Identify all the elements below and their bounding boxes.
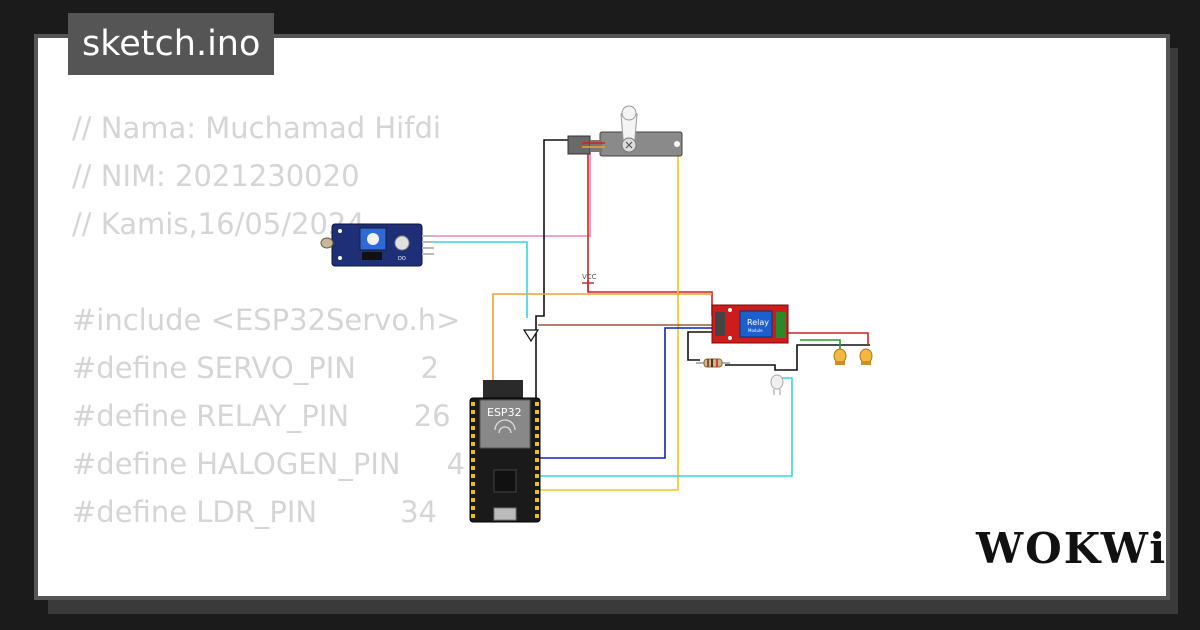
wokwi-logo: WOKWi — [976, 524, 1168, 573]
vcc-label: VCC — [582, 273, 597, 281]
code-line: #define LDR_PIN 34 — [72, 495, 437, 529]
code-preview: // Nama: Muchamad Hifdi // NIM: 202123002… — [72, 104, 466, 596]
esp32-module-shield — [479, 399, 531, 449]
servo-motor[interactable] — [567, 105, 683, 157]
wire-black-lamp — [725, 344, 870, 371]
vcc-marker: VCC — [582, 273, 597, 292]
antenna — [483, 380, 523, 400]
relay-module[interactable]: Relay Module — [711, 304, 789, 344]
relay-sub-label: Module — [748, 328, 763, 333]
wire-pink — [430, 150, 591, 237]
code-line: #define RELAY_PIN 26 — [72, 399, 451, 433]
wire-cyan-led — [536, 377, 793, 477]
servo-connector — [567, 135, 591, 155]
wifi-icon — [494, 419, 516, 434]
halogen-lamp-2[interactable] — [859, 348, 873, 365]
code-line: #define HALOGEN_PIN 4 — [72, 447, 466, 481]
esp32-label: ESP32 — [487, 406, 522, 419]
photoresistor-icon — [320, 237, 334, 249]
code-line: Servo myServo; — [72, 584, 465, 596]
relay-cube — [739, 310, 773, 338]
halogen-lamp-1[interactable] — [833, 348, 847, 365]
wire-black-relay — [687, 331, 712, 361]
wire-red-lamp — [788, 332, 869, 345]
wire-green-lamp — [800, 339, 841, 350]
header-pins — [471, 402, 539, 518]
servo-body — [599, 131, 683, 157]
wire-black-servo — [535, 139, 575, 400]
code-line: #include <ESP32Servo.h> — [72, 303, 461, 337]
ldr-sensor-module[interactable]: DO — [320, 223, 434, 267]
ground-icon — [522, 329, 540, 343]
wire-blue — [478, 327, 712, 459]
wire-cyan-ldr — [430, 241, 528, 318]
usb-port-icon — [493, 507, 517, 521]
wire-yellow-servo — [536, 151, 679, 491]
code-line: // Kamis,16/05/2024 — [72, 207, 365, 241]
code-line: // Nama: Muchamad Hifdi — [72, 111, 441, 145]
project-card[interactable]: // Nama: Muchamad Hifdi // NIM: 202123002… — [34, 34, 1170, 600]
wire-orange — [492, 293, 712, 400]
file-name-tab[interactable]: sketch.ino — [68, 13, 275, 75]
wire-red-servo — [575, 147, 713, 316]
code-line: // NIM: 2021230020 — [72, 159, 360, 193]
white-led[interactable] — [770, 374, 784, 395]
ldr-pin-label: DO — [398, 256, 406, 262]
code-line: #define SERVO_PIN 2 — [72, 351, 439, 385]
relay-label: Relay — [747, 318, 769, 327]
esp32-board[interactable]: ESP32 — [469, 380, 541, 523]
resistor[interactable] — [696, 358, 730, 368]
